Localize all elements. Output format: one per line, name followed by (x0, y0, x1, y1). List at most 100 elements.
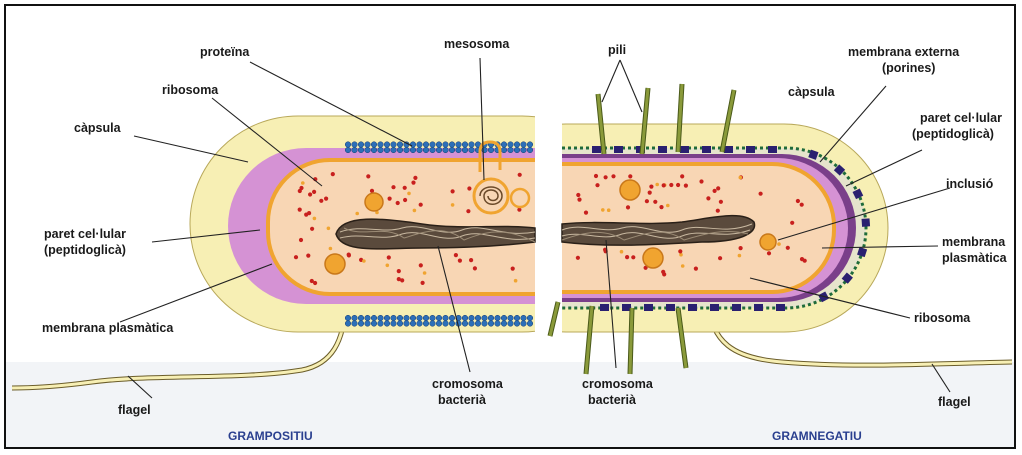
protein-bead (469, 315, 475, 321)
inclusion-right-3 (760, 234, 776, 250)
mesosome-left (474, 179, 508, 213)
ribosome (299, 186, 303, 190)
protein-bead (417, 321, 423, 327)
protein-bead (371, 315, 377, 321)
protein-bead (352, 147, 358, 153)
protein-bead (365, 321, 371, 327)
protein-bead (371, 147, 377, 153)
ribosome (669, 183, 673, 187)
protein-bead (462, 142, 468, 148)
ribosome (511, 267, 515, 271)
ribosome (631, 255, 635, 259)
ribosome (719, 200, 723, 204)
title-gramnegatiu: GRAMNEGATIU (772, 429, 862, 443)
protein-bead (495, 315, 501, 321)
ribosome (684, 184, 688, 188)
ribosome (518, 173, 522, 177)
ribosome (790, 221, 794, 225)
inclusion-left-1 (365, 193, 383, 211)
protein-bead (397, 147, 403, 153)
protein-bead (449, 315, 455, 321)
ribosome (713, 189, 717, 193)
protein-bead (345, 315, 351, 321)
protein-bead (475, 321, 481, 327)
ribosome (421, 281, 425, 285)
protein-bead (456, 147, 462, 153)
ribosome (301, 181, 305, 185)
label-proteina: proteïna (200, 45, 250, 59)
protein-bead (371, 142, 377, 148)
protein-bead (430, 315, 436, 321)
ribosome (666, 204, 670, 208)
protein-bead (527, 147, 533, 153)
protein-bead (378, 142, 384, 148)
ribosome (678, 249, 682, 253)
ribosome (716, 209, 720, 213)
label-membrana-externa-2: (porines) (882, 61, 935, 75)
protein-bead (443, 142, 449, 148)
title-grampositiu: GRAMPOSITIU (228, 429, 313, 443)
ribosome (306, 254, 310, 258)
ribosome (800, 203, 804, 207)
protein-bead (430, 142, 436, 148)
ribosome (304, 213, 308, 217)
porin (658, 146, 667, 153)
protein-bead (391, 142, 397, 148)
porin (592, 146, 601, 153)
ribosome (576, 193, 580, 197)
protein-bead (436, 315, 442, 321)
ribosome (628, 174, 632, 178)
ribosome (329, 247, 333, 251)
ribosome (796, 199, 800, 203)
protein-bead (410, 315, 416, 321)
protein-bead (456, 142, 462, 148)
protein-bead (443, 321, 449, 327)
protein-bead (404, 321, 410, 327)
ribosome (331, 172, 335, 176)
protein-bead (417, 147, 423, 153)
protein-bead (397, 321, 403, 327)
pilus (550, 302, 558, 336)
ribosome (411, 181, 415, 185)
ribosome (514, 279, 518, 283)
ribosome (679, 253, 683, 257)
ribosome (413, 176, 417, 180)
protein-bead (430, 147, 436, 153)
label-membrana-right-2: plasmàtica (942, 251, 1008, 265)
protein-bead (358, 147, 364, 153)
ribosome (648, 191, 652, 195)
protein-bead (417, 142, 423, 148)
ribosome (584, 211, 588, 215)
ribosome (419, 203, 423, 207)
ribosome (419, 263, 423, 267)
protein-bead (365, 147, 371, 153)
ribosome (645, 199, 649, 203)
ribosome (396, 201, 400, 205)
protein-bead (397, 142, 403, 148)
label-mesosoma: mesosoma (444, 37, 510, 51)
ribosome (473, 266, 477, 270)
protein-bead (384, 321, 390, 327)
protein-bead (352, 315, 358, 321)
protein-bead (508, 321, 514, 327)
protein-bead (508, 142, 514, 148)
ribosome (319, 199, 323, 203)
ribosome (324, 197, 328, 201)
ribosome (595, 183, 599, 187)
ribosome (594, 174, 598, 178)
ribosome (738, 254, 742, 258)
protein-bead (508, 147, 514, 153)
ribosome (467, 186, 471, 190)
bacteria-diagram: proteïna mesosoma ribosoma càpsula paret… (6, 6, 1016, 449)
porin (614, 146, 623, 153)
protein-bead (423, 321, 429, 327)
protein-bead (436, 147, 442, 153)
porin (688, 304, 697, 311)
label-paret-right-1: paret cel·lular (920, 111, 1002, 125)
label-capsula-left: càpsula (74, 121, 122, 135)
protein-bead (397, 315, 403, 321)
protein-bead (501, 147, 507, 153)
protein-bead (345, 147, 351, 153)
ribosome (366, 174, 370, 178)
ribosome (655, 183, 659, 187)
